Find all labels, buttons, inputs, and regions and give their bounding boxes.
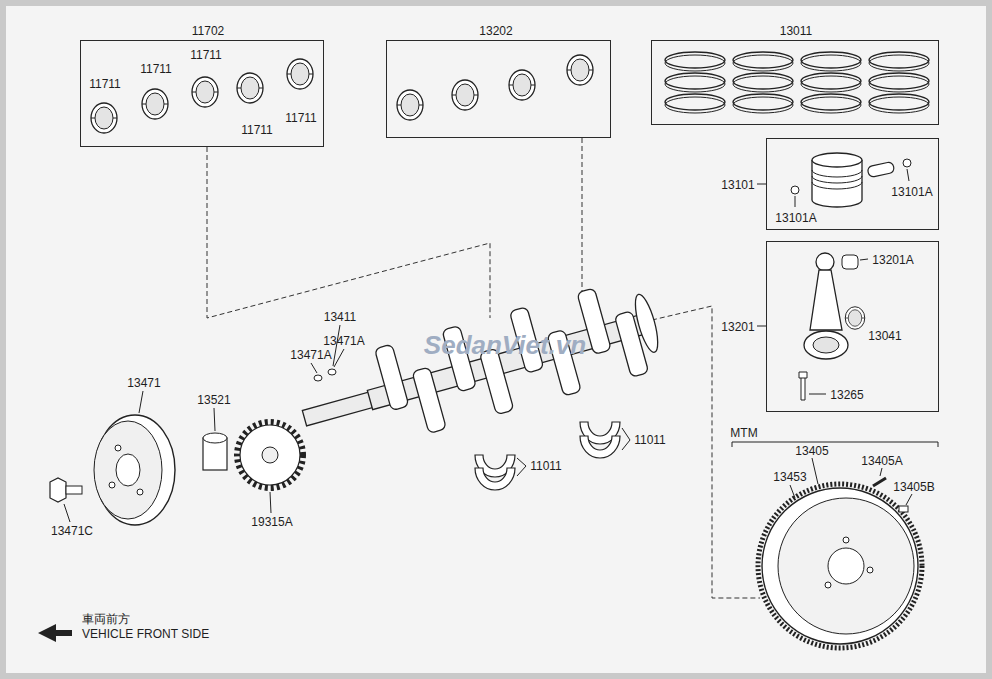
callout-number: 11711: [285, 111, 317, 125]
callout-number: 13405A: [861, 454, 902, 468]
callout-number: MTM: [730, 426, 757, 440]
callout-number: 13471A: [290, 348, 331, 362]
direction-note: VEHICLE FRONT SIDE: [82, 627, 209, 641]
callout-number: 13101A: [891, 185, 932, 199]
part-group-box: 117021171111711117111171111711: [80, 40, 324, 147]
group-callout-number: 13201: [721, 320, 754, 334]
callout-number: 13521: [197, 393, 230, 407]
callout-number: 11711: [190, 48, 222, 62]
part-group-box: 13011: [651, 40, 939, 125]
group-callout-number: 13202: [479, 24, 512, 38]
callout-number: 11011: [634, 433, 666, 447]
callout-number: 13405B: [893, 480, 934, 494]
callout-number: 13471: [127, 376, 160, 390]
group-callout-number: 13101: [721, 178, 754, 192]
watermark: SedanViet.vn: [424, 330, 586, 360]
group-callout-number: 13011: [780, 24, 812, 38]
callout-number: 19315A: [251, 515, 292, 529]
callout-number: 13265: [830, 388, 863, 402]
callout-number: 13411: [324, 310, 356, 324]
callout-number: 13201A: [872, 253, 913, 267]
callout-number: 11711: [241, 123, 273, 137]
part-group-box: 1310113101A13101A: [766, 138, 939, 230]
direction-note: 車両前方: [82, 612, 130, 626]
callout-number: 13453: [773, 470, 806, 484]
part-group-box: 1320113201A1304113265: [766, 241, 939, 412]
callout-number: 13471A: [323, 334, 364, 348]
callout-number: 13101A: [775, 211, 816, 225]
part-group-box: 13202: [386, 40, 611, 138]
callout-number: 13041: [868, 329, 901, 343]
callout-number: 11711: [89, 77, 121, 91]
group-callout-number: 11702: [192, 24, 224, 38]
callout-number: 13405: [795, 444, 828, 458]
callout-number: 13471C: [51, 524, 93, 538]
callout-number: 11011: [530, 459, 562, 473]
callout-number: 11711: [140, 62, 172, 76]
